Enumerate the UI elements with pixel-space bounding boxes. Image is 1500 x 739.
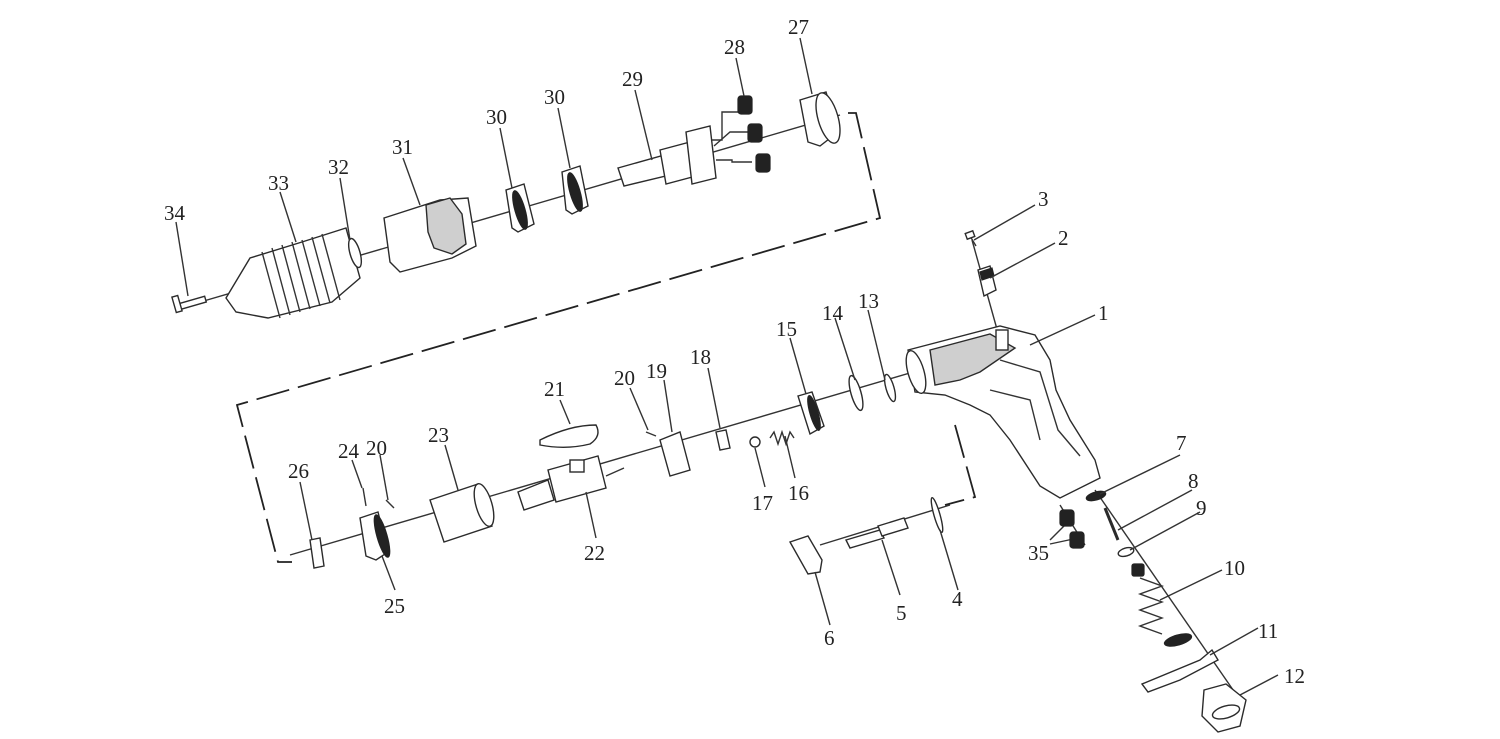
callout-28: 28 — [724, 35, 745, 59]
part-26-end-ring — [309, 537, 325, 569]
callout-8: 8 — [1188, 469, 1199, 493]
callout-20b: 20 — [366, 436, 387, 460]
callout-20a: 20 — [614, 366, 635, 390]
callout-33: 33 — [268, 171, 289, 195]
part-15-clutch-ring — [797, 391, 825, 436]
callout-9: 9 — [1196, 496, 1207, 520]
callout-15: 15 — [776, 317, 797, 341]
part-18-collar — [715, 429, 731, 451]
callout-4: 4 — [952, 587, 963, 611]
callout-34: 34 — [164, 201, 186, 225]
callout-2: 2 — [1058, 226, 1069, 250]
callout-14: 14 — [822, 301, 844, 325]
part-32-washer — [347, 237, 363, 269]
dashed-connector-lines — [235, 112, 977, 563]
callout-1: 1 — [1098, 301, 1109, 325]
callout-27: 27 — [788, 15, 809, 39]
part-27-gearbox-cap — [799, 91, 841, 147]
assembly-axes — [189, 114, 1241, 701]
part-20a-key — [385, 499, 395, 509]
part-24-pin — [362, 487, 367, 507]
callout-18: 18 — [690, 345, 711, 369]
part-4-contact-plate — [930, 496, 944, 534]
part-19-clutch-block — [659, 431, 691, 477]
callout-29: 29 — [622, 67, 643, 91]
callout-5: 5 — [896, 601, 907, 625]
part-31-gear-housing — [383, 197, 477, 273]
part-7-washer — [1085, 490, 1107, 502]
part-3-screw — [964, 229, 977, 247]
part-21-cover-plate — [539, 424, 599, 448]
part-25-bearing-housing — [359, 511, 391, 561]
part-35-brushes — [1049, 509, 1085, 549]
part-10-spring — [1131, 563, 1193, 647]
part-9-clip — [1117, 546, 1135, 558]
callout-23: 23 — [428, 423, 449, 447]
part-30b-ring-gear — [561, 165, 589, 215]
part-34-screw — [171, 294, 208, 314]
part-16-spring — [769, 429, 795, 447]
part-5-trigger-rod — [844, 517, 909, 549]
callout-30a: 30 — [486, 105, 507, 129]
callout-13: 13 — [858, 289, 879, 313]
part-1-drill-housing — [905, 325, 1101, 499]
part-30a-ring-gear — [505, 183, 535, 233]
part-29-output-spindle — [617, 125, 717, 187]
callout-labels: 1 2 3 4 5 6 7 8 9 10 11 12 13 14 15 16 1… — [164, 15, 1305, 688]
callout-35: 35 — [1028, 541, 1049, 565]
callout-24: 24 — [338, 439, 360, 463]
callout-31: 31 — [392, 135, 413, 159]
callout-17: 17 — [752, 491, 773, 515]
part-28-planet-gears — [712, 95, 771, 173]
part-8-pin — [1103, 507, 1120, 541]
callout-12: 12 — [1284, 664, 1305, 688]
callout-6: 6 — [824, 626, 835, 650]
part-33-keyless-chuck — [225, 227, 361, 319]
callout-3: 3 — [1038, 187, 1049, 211]
part-13-washer — [883, 373, 897, 403]
part-22-motor-pinion-assembly — [517, 455, 625, 511]
part-20b-key — [645, 431, 657, 437]
callout-19: 19 — [646, 359, 667, 383]
part-12-battery-connector — [1201, 683, 1247, 733]
callout-26: 26 — [288, 459, 309, 483]
callout-25: 25 — [384, 594, 405, 618]
part-6-trigger — [788, 535, 823, 575]
callout-32: 32 — [328, 155, 349, 179]
part-2-switch-cap — [977, 265, 997, 298]
part-23-motor — [429, 483, 495, 543]
callout-22: 22 — [584, 541, 605, 565]
part-17-ball — [749, 436, 761, 448]
part-14-washer — [848, 374, 864, 412]
callout-16: 16 — [788, 481, 809, 505]
callout-10: 10 — [1224, 556, 1245, 580]
callout-7: 7 — [1176, 431, 1187, 455]
leader-lines — [175, 37, 1279, 696]
callout-21: 21 — [544, 377, 565, 401]
part-11-base-plate — [1140, 648, 1219, 693]
callout-30b: 30 — [544, 85, 565, 109]
callout-11: 11 — [1258, 619, 1278, 643]
